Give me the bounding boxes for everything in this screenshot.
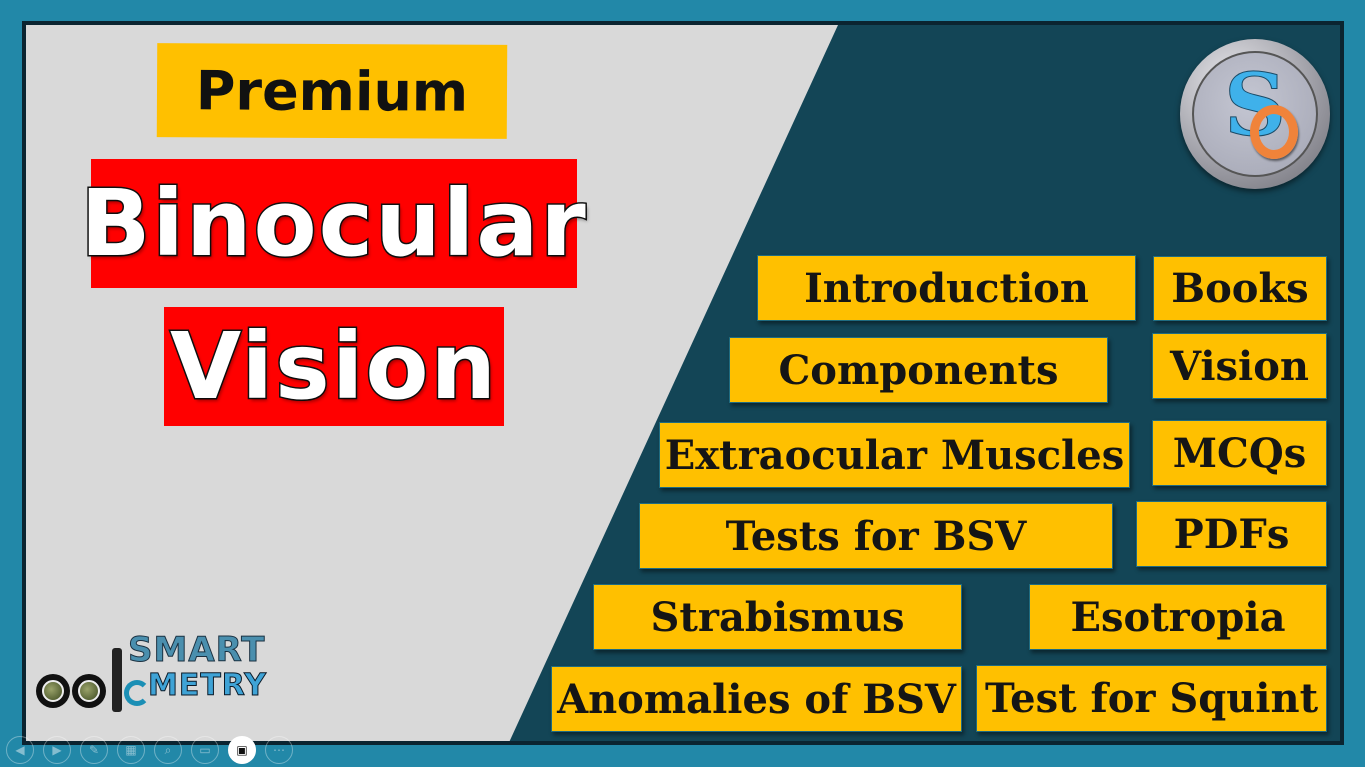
topic-mcqs[interactable]: MCQs (1152, 420, 1327, 486)
topic-tests-for-bsv[interactable]: Tests for BSV (639, 503, 1113, 569)
smart-optometry-logo: SMART METRY (36, 628, 276, 728)
more-icon[interactable]: ⋯ (265, 736, 293, 764)
title-vision: Vision (164, 307, 504, 426)
topic-test-for-squint[interactable]: Test for Squint (976, 665, 1327, 732)
topic-extraocular-muscles[interactable]: Extraocular Muscles (659, 422, 1130, 488)
title-binocular: Binocular (79, 159, 587, 288)
topic-vision[interactable]: Vision (1152, 333, 1327, 399)
topic-introduction[interactable]: Introduction (757, 255, 1136, 321)
previous-icon[interactable]: ◀ (6, 736, 34, 764)
logo-eye-right (72, 674, 106, 708)
logo-metry-text: METRY (148, 668, 267, 704)
logo-eyes (36, 674, 106, 708)
topic-pdfs[interactable]: PDFs (1136, 501, 1327, 567)
logo-smart-text: SMART (127, 630, 266, 671)
subtitles-icon[interactable]: ▭ (191, 736, 219, 764)
slide: Premium Binocular Vision S Introduction … (22, 21, 1344, 745)
zoom-icon[interactable]: ⌕ (154, 736, 182, 764)
topic-books[interactable]: Books (1153, 256, 1327, 321)
pen-icon[interactable]: ✎ (80, 736, 108, 764)
camera-icon[interactable]: ▣ (228, 736, 256, 764)
topic-components[interactable]: Components (729, 337, 1108, 403)
logo-swirl (124, 680, 150, 706)
topic-esotropia[interactable]: Esotropia (1029, 584, 1327, 650)
logo-eye-left (36, 674, 70, 708)
slides-grid-icon[interactable]: ▦ (117, 736, 145, 764)
presenter-toolbar: ◀ ▶ ✎ ▦ ⌕ ▭ ▣ ⋯ (6, 736, 293, 764)
so-logo: S (1180, 39, 1330, 189)
topic-anomalies-of-bsv[interactable]: Anomalies of BSV (551, 666, 962, 732)
topic-strabismus[interactable]: Strabismus (593, 584, 962, 650)
so-logo-o-ring (1250, 105, 1298, 159)
logo-ophthalmoscope (112, 648, 122, 712)
premium-badge: Premium (156, 43, 508, 139)
so-logo-inner: S (1192, 51, 1318, 177)
next-icon[interactable]: ▶ (43, 736, 71, 764)
